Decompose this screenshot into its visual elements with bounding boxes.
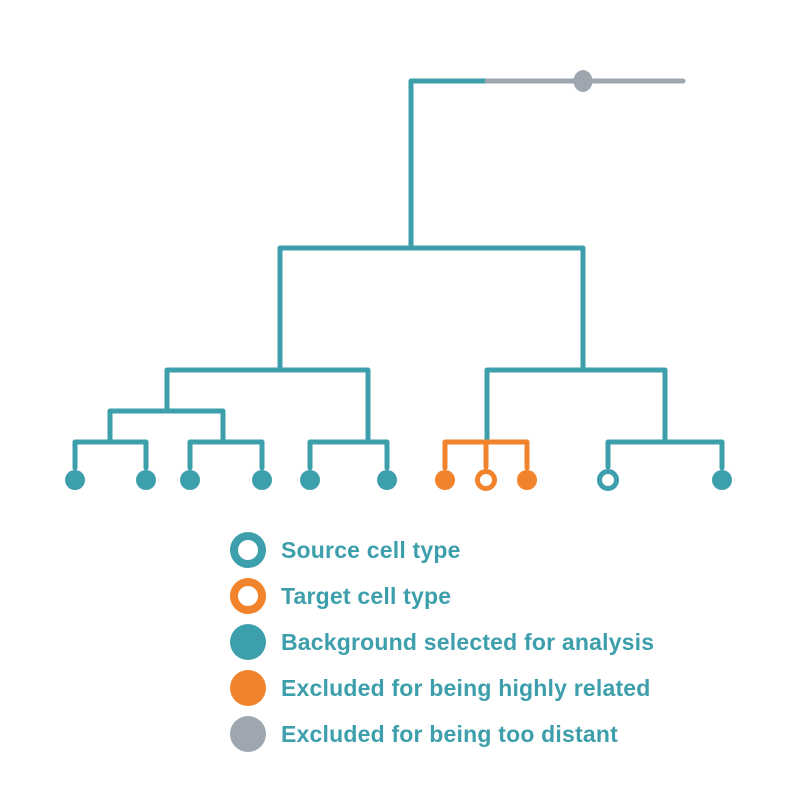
legend-label-target: Target cell type [281,583,452,609]
legend-item-target: Target cell type [230,578,654,614]
excluded-related-dot-icon [230,670,266,706]
excluded-distant-dot-icon [230,716,266,752]
excluded-distant-node [573,70,593,92]
background-leaf-4 [252,470,272,490]
legend-item-excluded-related: Excluded for being highly related [230,670,654,706]
background-leaf-2 [136,470,156,490]
leaf-pair-right [605,439,725,471]
background-leaf-5 [300,470,320,490]
legend-label-excluded-distant: Excluded for being too distant [281,721,618,747]
background-leaf-3 [180,470,200,490]
legend-item-source: Source cell type [230,532,654,568]
root-branch [408,78,490,251]
background-leaf-6 [377,470,397,490]
excluded-related-leaf-1 [435,470,455,490]
legend-label-source: Source cell type [281,537,461,563]
source-cell-leaf [597,469,619,491]
background-leaf-1 [65,470,85,490]
background-leaf-7 [712,470,732,490]
legend-label-background: Background selected for analysis [281,629,655,655]
source-cell-ring-icon [230,532,266,568]
leaf-pair-3 [307,439,390,471]
main-split [277,245,586,373]
legend: Source cell type Target cell type Backgr… [230,532,654,752]
left-clade-split [164,367,371,445]
target-cell-leaf [475,469,497,491]
legend-item-excluded-distant: Excluded for being too distant [230,716,654,752]
left-subclade-split [107,408,226,445]
right-clade-split [484,367,668,445]
legend-label-excluded-related: Excluded for being highly related [281,675,651,701]
leaf-pair-2 [187,439,265,471]
leaf-pair-1 [72,439,149,471]
legend-item-background: Background selected for analysis [230,624,654,660]
target-cell-ring-icon [230,578,266,614]
background-dot-icon [230,624,266,660]
excluded-related-leaf-2 [517,470,537,490]
